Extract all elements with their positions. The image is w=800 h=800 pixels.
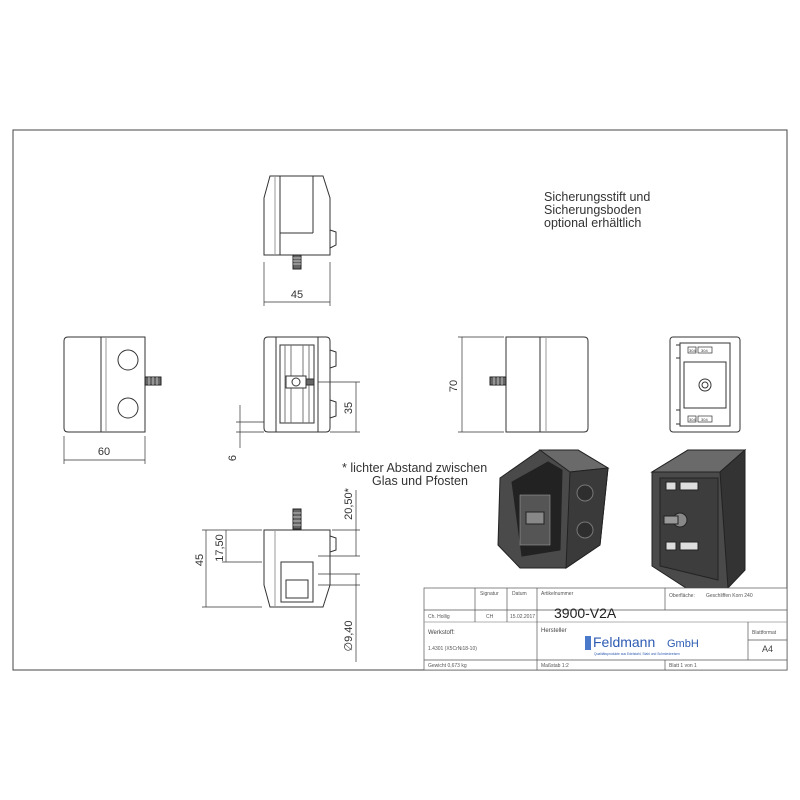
tb-blattformat-label: Blattformat	[752, 630, 777, 636]
note-line-2: Sicherungsboden	[544, 203, 641, 217]
logo-tagline: Qualitätsprodukte aus Edelstahl, Stahl u…	[594, 652, 680, 656]
dim-top-width: 45	[291, 289, 303, 301]
dim-left-width: 60	[98, 446, 110, 458]
dim-20-50: 20,50*	[343, 487, 355, 520]
note-line-3: optional erhältlich	[544, 216, 641, 230]
back-tag-4: 304	[701, 417, 708, 422]
back-tag-1: 304	[689, 348, 696, 353]
tb-gewicht: Gewicht 0,673 kg	[428, 663, 467, 669]
note-line-1: Sicherungsstift und	[544, 190, 650, 204]
tb-header-artikelnummer: Artikelnummer	[541, 591, 574, 597]
tb-header-oberflaeche: Oberfläche:	[669, 593, 695, 599]
top-view	[263, 175, 337, 306]
tb-werkstoff-label: Werkstoff:	[428, 630, 455, 636]
back-view	[669, 336, 741, 433]
tb-werkstoff-value: 1.4301 (X5CrNi18-10)	[428, 646, 477, 652]
front-view	[236, 336, 360, 448]
tb-hersteller-label: Hersteller	[541, 628, 567, 634]
company-logo: Feldmann GmbH Qualitätsprodukte aus Edel…	[585, 634, 699, 656]
back-tag-2: 304	[701, 348, 708, 353]
logo-mark-icon	[585, 636, 591, 650]
tb-blattformat-value: A4	[762, 644, 773, 654]
footnote-line-1: * lichter Abstand zwischen	[342, 461, 487, 475]
tb-blatt: Blatt 1 von 1	[669, 663, 697, 669]
bottom-view	[202, 490, 360, 662]
tb-row-name: Ch. Hollig	[428, 614, 450, 620]
tb-row-signatur: CH	[486, 614, 494, 620]
tb-row-datum: 15.02.2017	[510, 614, 535, 620]
logo-company-name: Feldmann	[593, 634, 655, 650]
tb-header-datum: Datum	[512, 591, 527, 597]
dim-height-70: 70	[448, 380, 460, 392]
dim-17-50: 17,50	[214, 534, 226, 562]
right-side-view	[458, 336, 589, 433]
dim-diameter-9-40: ∅9,40	[343, 621, 355, 652]
sheet-border	[12, 129, 788, 671]
iso-view-front	[497, 449, 610, 569]
footnote-line-2: Glas und Pfosten	[372, 474, 468, 488]
back-tag-3: 304	[689, 417, 696, 422]
tb-article-number: 3900-V2A	[554, 605, 617, 621]
dim-45-bottom: 45	[194, 554, 206, 566]
tb-header-signatur: Signatur	[480, 591, 499, 597]
title-block	[423, 587, 788, 671]
logo-company-suffix: GmbH	[667, 638, 699, 650]
tb-oberflaeche-value: Geschliffen Korn 240	[706, 593, 753, 599]
iso-view-back	[650, 448, 747, 590]
left-side-view	[63, 336, 162, 464]
dim-height-35: 35	[343, 402, 355, 414]
tb-massstab: Maßstab 1:2	[541, 663, 569, 669]
dim-gap-6: 6	[227, 455, 239, 461]
